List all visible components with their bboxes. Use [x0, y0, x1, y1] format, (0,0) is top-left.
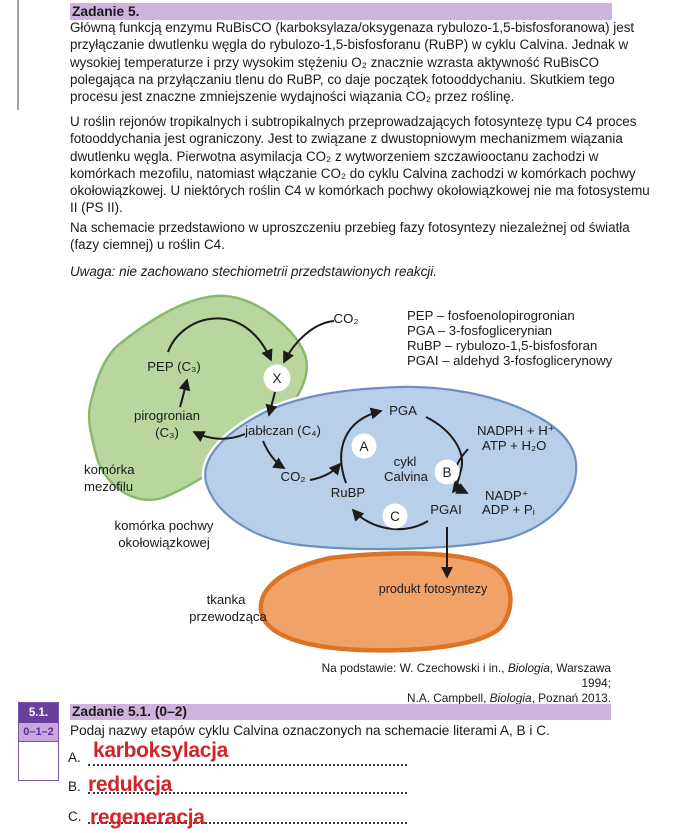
label-tkanka-1: tkanka — [207, 592, 247, 607]
task5-paragraph-2: U roślin rejonów tropikalnych i subtropi… — [70, 114, 650, 216]
reaction-arrows — [167, 317, 469, 579]
arrow-co2-to-x — [283, 320, 335, 364]
answer-value-b[interactable]: redukcja — [88, 773, 172, 796]
arrow-nadph-to-nadp — [453, 448, 469, 494]
marker-c-circle — [382, 503, 408, 529]
label-atp: ATP + H₂O — [482, 438, 546, 453]
task51-question: Podaj nazwy etapów cyklu Calvina oznaczo… — [70, 723, 550, 738]
legend-pep: PEP – fosfoenolopirogronian — [407, 308, 575, 323]
label-calvina: Calvina — [384, 469, 429, 484]
task51-header-bar: Zadanie 5.1. (0–2) — [70, 704, 611, 720]
arrow-x-to-jablczan — [265, 391, 278, 417]
label-pirogronian-c3: (C₃) — [155, 425, 179, 440]
label-pep: PEP (C₃) — [147, 359, 201, 374]
task5-header-bar: Zadanie 5. — [70, 3, 612, 20]
task51-score-scale: 0–1–2 — [19, 723, 58, 742]
marker-x: X — [272, 371, 281, 386]
vascular-tissue-shape — [258, 551, 513, 653]
arrow-pgal-to-rubp — [351, 508, 429, 531]
source-citation: Na podstawie: W. Czechowski i in., Biolo… — [300, 661, 611, 706]
label-tkanka-2: przewodząca — [189, 609, 267, 624]
marker-x-circle — [263, 364, 291, 392]
task5-note: Uwaga: nie zachowano stechiometrii przed… — [70, 264, 437, 279]
answer-label-b: B. — [68, 779, 81, 794]
label-co2-inner: CO₂ — [281, 469, 306, 484]
arrow-jablczan-to-co2 — [262, 440, 286, 469]
legend-pga: PGA – 3-fosfoglicerynian — [407, 323, 552, 338]
label-nadp: NADP⁺ — [485, 488, 529, 503]
label-komorka-mezofilu-1: komórka — [84, 462, 135, 477]
label-pirogronian: pirogronian — [134, 408, 200, 423]
task51-score-box: 5.1. 0–1–2 — [18, 702, 59, 781]
source-line-2: N.A. Campbell, Biologia, Poznań 2013. — [407, 691, 611, 705]
page-edge-artifact — [17, 0, 19, 110]
task5-paragraph-1: Główną funkcją enzymu RuBisCO (karboksyl… — [70, 20, 635, 105]
answer-label-a: A. — [68, 750, 81, 765]
label-jablczan: jabłczan (C₄) — [244, 423, 321, 438]
task51-title: Zadanie 5.1. (0–2) — [72, 704, 188, 719]
sheath-cell-shape — [204, 385, 578, 551]
mesophyll-cell-shape — [87, 294, 309, 502]
answer-value-c[interactable]: regeneracja — [90, 806, 205, 829]
label-komorka-pochwy-2: okołowiązkowej — [118, 535, 210, 550]
label-cykl: cykl — [394, 454, 417, 469]
answer-line-c[interactable] — [88, 822, 407, 824]
c4-photosynthesis-diagram: X A B C PEP – fosfoenolopirogronian PGA … — [84, 294, 613, 653]
arrow-jablczan-to-pirogronian — [192, 431, 246, 442]
arrow-rubp-to-pga — [340, 407, 383, 484]
arrow-pep-to-x — [167, 317, 273, 362]
label-pga: PGA — [389, 403, 417, 418]
label-nadph: NADPH + H⁺ — [477, 423, 555, 438]
answer-label-c: C. — [68, 809, 82, 824]
label-produkt-fotosyntezy: produkt fotosyntezy — [379, 582, 488, 596]
arrow-co2-to-cycle — [309, 462, 342, 481]
arrow-pirogronian-to-pep — [178, 378, 191, 408]
label-komorka-mezofilu-2: mezofilu — [84, 479, 133, 494]
marker-c: C — [390, 509, 400, 524]
answer-line-a[interactable] — [88, 764, 407, 766]
marker-b: B — [442, 465, 451, 480]
task51-number-badge: 5.1. — [19, 703, 58, 723]
marker-a: A — [359, 439, 368, 454]
label-komorka-pochwy-1: komórka pochwy — [115, 518, 214, 533]
legend-rubp: RuBP – rybulozo-1,5-bisfosforan — [407, 338, 597, 353]
legend-pgal: PGAI – aldehyd 3-fosfoglicerynowy — [407, 353, 613, 368]
marker-a-circle — [351, 433, 377, 459]
label-rubp: RuBP — [331, 485, 366, 500]
label-pgal: PGAI — [430, 502, 462, 517]
answer-value-a[interactable]: karboksylacja — [93, 739, 229, 762]
task5-title: Zadanie 5. — [72, 4, 140, 19]
answer-line-b[interactable] — [88, 792, 407, 794]
diagram-legend: PEP – fosfoenolopirogronian PGA – 3-fosf… — [407, 308, 613, 368]
label-co2-top: CO₂ — [334, 311, 359, 326]
step-markers: X A B C — [263, 364, 460, 529]
task5-paragraph-3: Na schemacie przedstawiono w uproszczeni… — [70, 220, 630, 253]
source-line-1: Na podstawie: W. Czechowski i in., Biolo… — [321, 661, 611, 690]
label-adp: ADP + Pᵢ — [482, 502, 535, 517]
marker-b-circle — [434, 459, 460, 485]
